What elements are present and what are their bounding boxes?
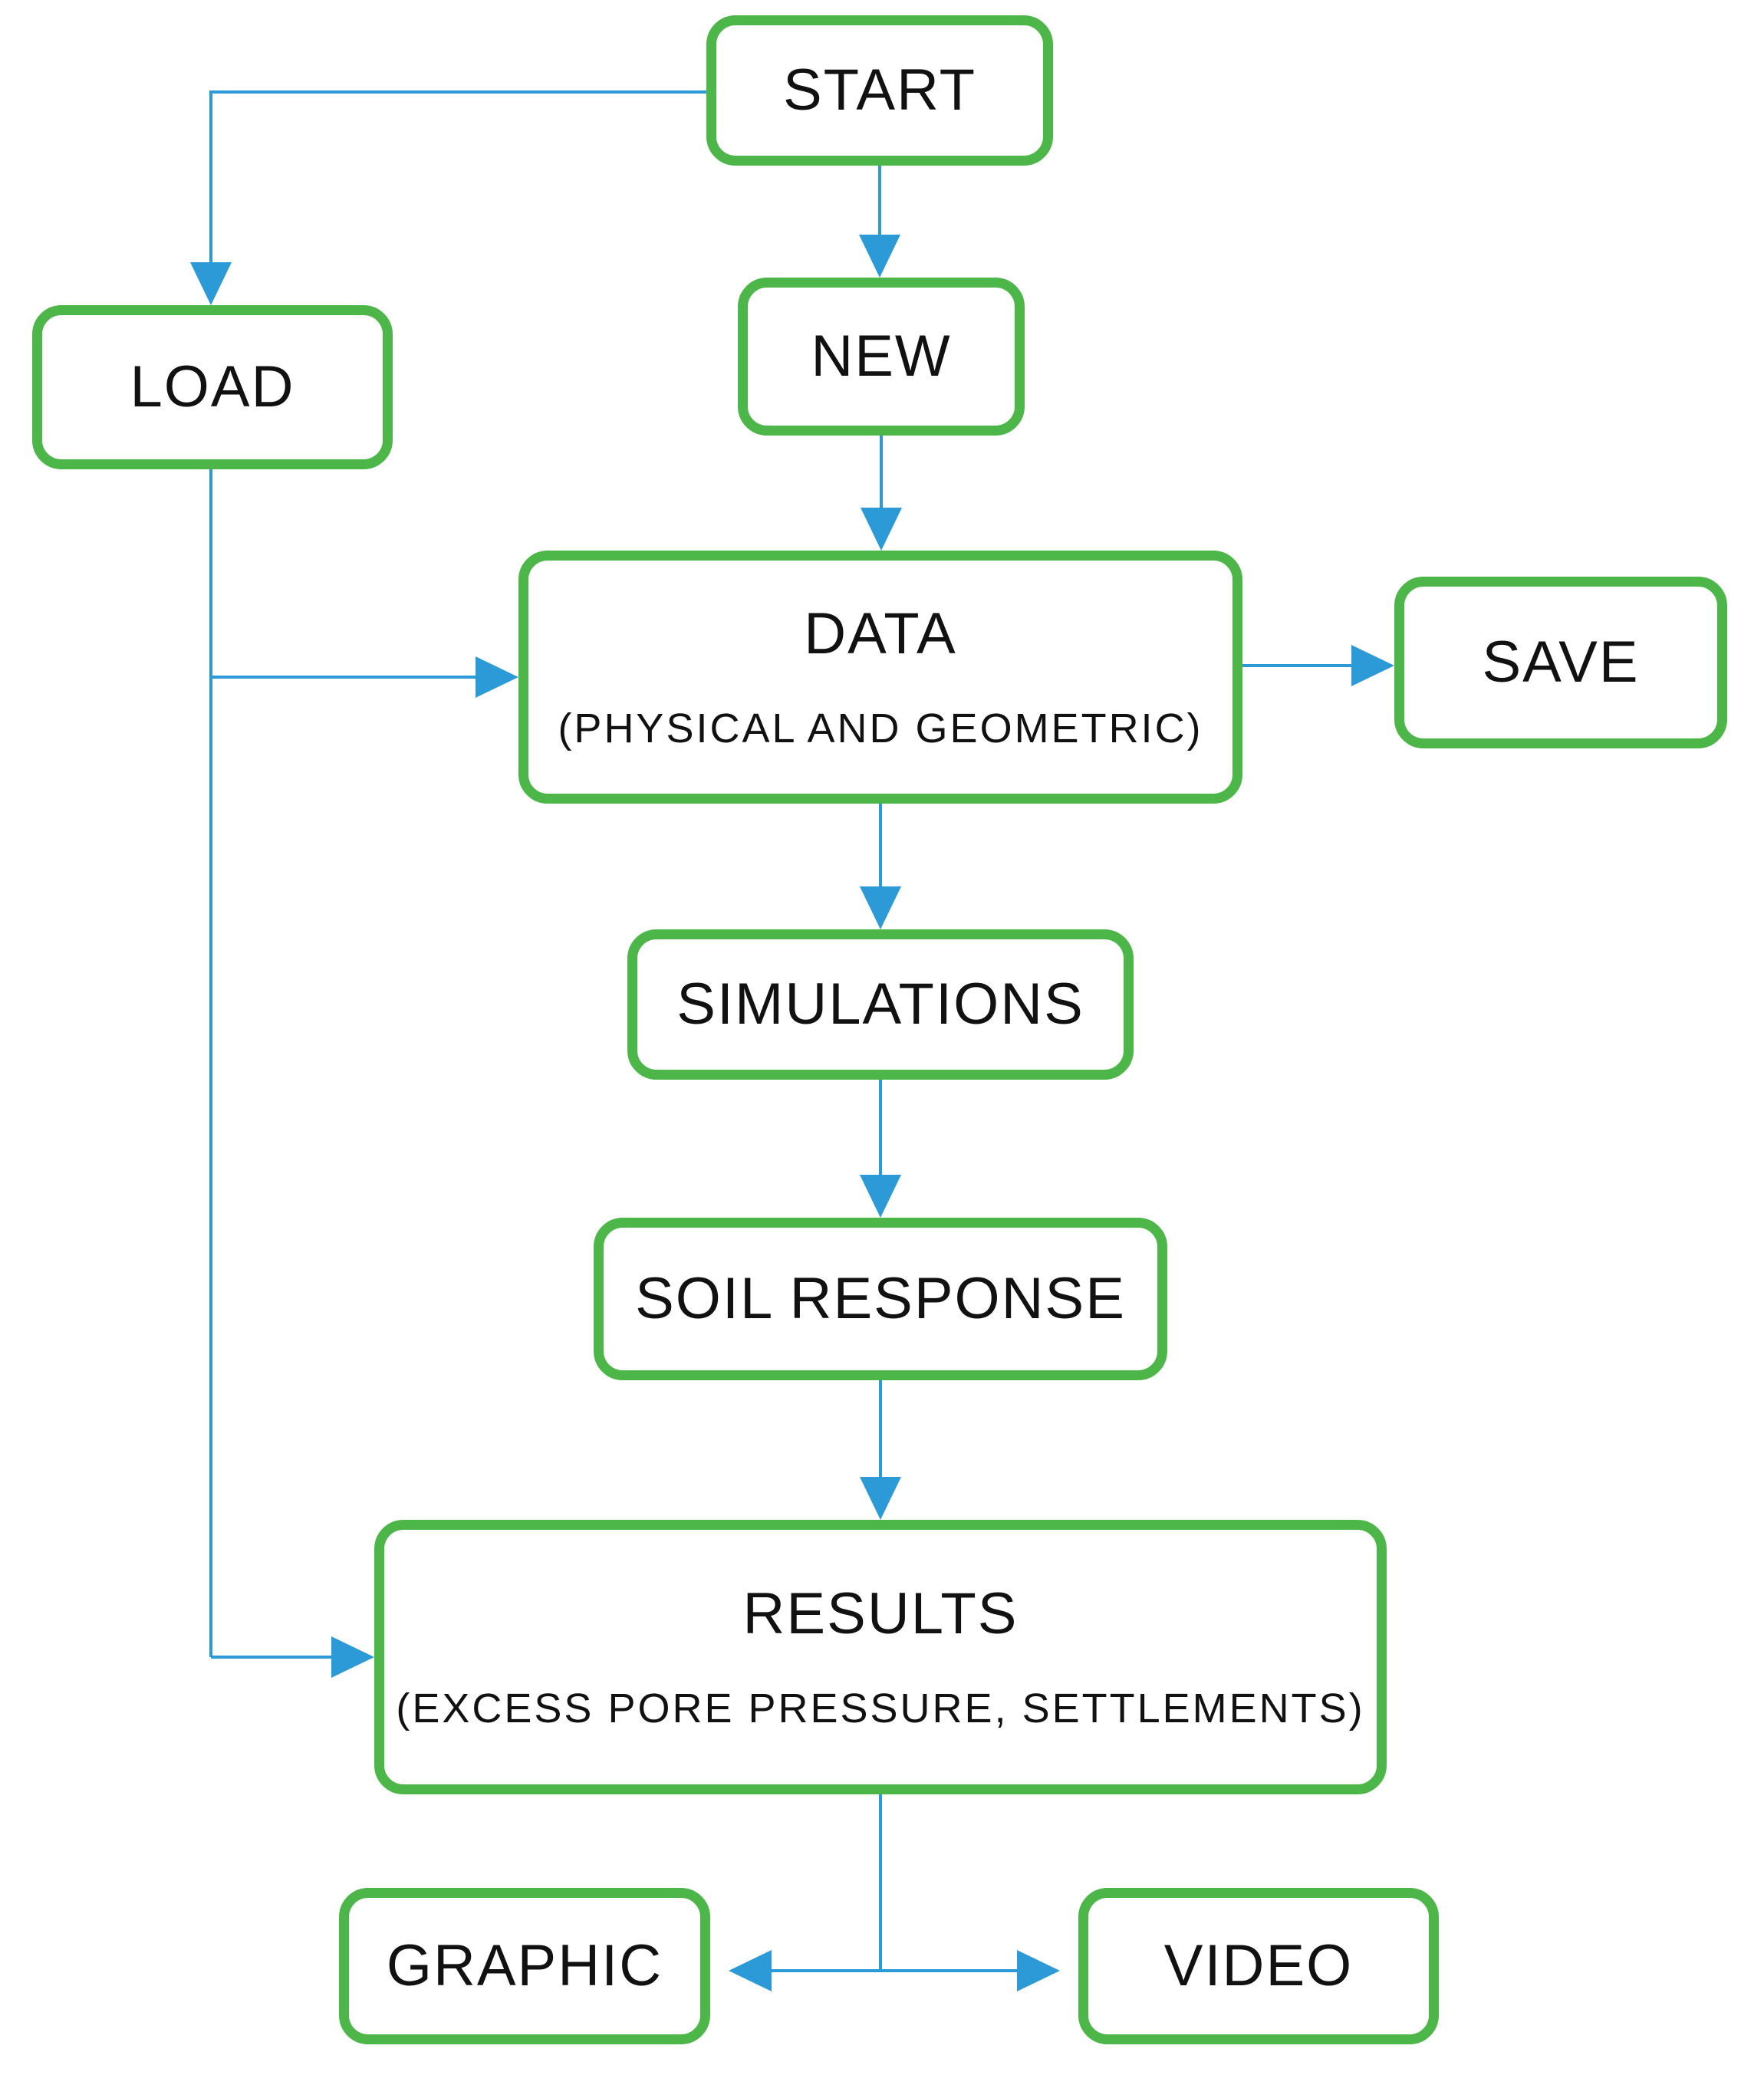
arrowhead-data-to-save [1351,645,1394,686]
node-results-label: RESULTS [742,1581,1019,1646]
flowchart-node-new: NEW [738,278,1025,436]
arrowhead-results-to-video [1017,1950,1060,1991]
node-new-label: NEW [811,324,952,389]
node-data-label: DATA [804,601,957,666]
flowchart-node-load: LOAD [32,305,393,469]
arrowhead-soil-response-to-results [860,1477,901,1520]
flowchart-node-data: DATA (PHYSICAL AND GEOMETRIC) [518,551,1242,804]
arrowhead-results-to-graphic [729,1950,772,1991]
node-soil-response-label: SOIL RESPONSE [635,1266,1126,1331]
arrowhead-start-to-load [190,262,232,305]
arrowhead-new-to-data [861,508,902,551]
node-start-label: START [782,58,977,123]
arrowhead-load-to-results [331,1636,374,1678]
arrowhead-start-to-new [859,235,900,278]
node-save-label: SAVE [1482,630,1640,695]
flowchart-node-graphic: GRAPHIC [339,1888,710,2044]
node-load-label: LOAD [130,354,295,419]
flowchart-node-results: RESULTS (EXCESS PORE PRESSURE, SETTLEMEN… [374,1520,1387,1794]
node-results-sublabel: (EXCESS PORE PRESSURE, SETTLEMENTS) [396,1685,1365,1731]
flowchart-node-video: VIDEO [1078,1888,1439,2044]
arrowhead-load-to-data [476,656,518,698]
connector-start-to-load [209,90,706,262]
flowchart-node-simulations: SIMULATIONS [627,929,1134,1080]
arrowhead-simulations-to-soil-response [860,1175,901,1218]
flowchart-node-soil-response: SOIL RESPONSE [594,1218,1167,1380]
node-simulations-label: SIMULATIONS [676,972,1084,1037]
arrowhead-data-to-simulations [860,886,901,929]
node-graphic-label: GRAPHIC [386,1933,663,1998]
flowchart-node-start: START [706,15,1053,166]
node-data-sublabel: (PHYSICAL AND GEOMETRIC) [558,705,1203,751]
node-video-label: VIDEO [1163,1933,1354,1998]
flowchart-node-save: SAVE [1394,577,1727,748]
